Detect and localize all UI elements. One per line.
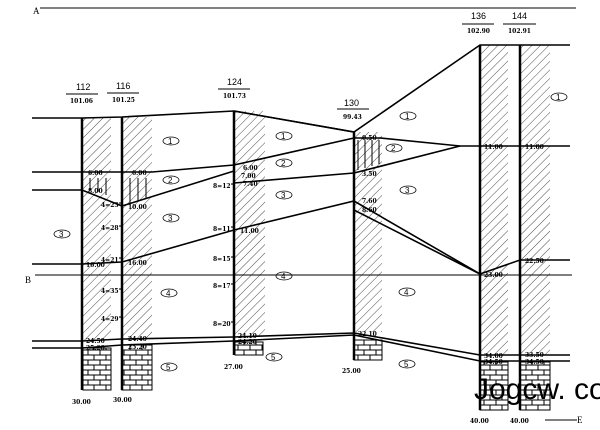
angle-label: 8=20° bbox=[213, 321, 234, 328]
section-label-b: B bbox=[25, 275, 31, 285]
depth-label: 3.50 bbox=[362, 171, 377, 178]
borehole-id: 112 bbox=[76, 82, 90, 92]
depth-label: 11.00 bbox=[484, 144, 503, 151]
water-marks bbox=[89, 140, 380, 203]
depth-label: 6.00 bbox=[132, 170, 147, 177]
depth-label: 6.00 bbox=[243, 165, 258, 172]
layer-labels: 1 1 1 1 2 2 2 3 3 3 3 4 4 4 5 5 5 bbox=[53, 92, 568, 372]
bottom-depth: 30.00 bbox=[113, 397, 132, 404]
depth-label: 7.60 bbox=[362, 198, 377, 205]
borehole-id: 116 bbox=[116, 81, 130, 91]
depth-label: 24.50 bbox=[86, 338, 105, 345]
depth-label: 34.00 bbox=[484, 353, 503, 360]
borehole-elevation: 101.06 bbox=[70, 98, 93, 105]
layer-5-label: 5 bbox=[166, 363, 171, 372]
depth-label: 25.20 bbox=[128, 344, 147, 351]
borehole-124: 124 101.73 6.00 7.00 7.40 11.00 24.10 24… bbox=[218, 77, 259, 371]
borehole-id: 130 bbox=[344, 98, 359, 108]
depth-label: 23.00 bbox=[484, 272, 503, 279]
borehole-elevation: 99.43 bbox=[343, 114, 362, 121]
angle-label: 8=11° bbox=[213, 226, 234, 233]
layer-boundaries bbox=[32, 44, 570, 362]
borehole-elevation: 101.25 bbox=[112, 97, 135, 104]
depth-label: 11.00 bbox=[525, 144, 544, 151]
borehole-id: 136 bbox=[471, 11, 486, 21]
borehole-columns bbox=[82, 45, 551, 411]
bottom-depth: 27.00 bbox=[224, 364, 243, 371]
scale-label: E bbox=[577, 415, 583, 425]
depth-label: 16.00 bbox=[86, 262, 105, 269]
watermark: Jogcw. com bbox=[474, 373, 600, 406]
borehole-axes bbox=[80, 45, 522, 410]
borehole-id: 124 bbox=[227, 77, 242, 87]
layer-2-label: 2 bbox=[168, 176, 173, 185]
angle-label: 4=29° bbox=[101, 316, 122, 323]
layer-4-label: 4 bbox=[281, 272, 286, 281]
layer-2-label: 2 bbox=[281, 159, 286, 168]
layer-4-label: 4 bbox=[404, 288, 409, 297]
layer-1-label: 1 bbox=[281, 132, 286, 141]
layer-3-label: 3 bbox=[59, 230, 64, 239]
borehole-elevation: 102.91 bbox=[508, 28, 531, 35]
layer-3-label: 3 bbox=[168, 214, 173, 223]
depth-label: 24.10 bbox=[238, 333, 257, 340]
depth-label: 25.20 bbox=[86, 345, 105, 352]
angle-label: 8=12° bbox=[213, 183, 234, 190]
layer-1-label: 1 bbox=[556, 93, 561, 102]
layer-2-label: 2 bbox=[391, 144, 396, 153]
angle-label: 8=17° bbox=[213, 283, 234, 290]
angle-label: 4=28° bbox=[101, 225, 122, 232]
layer-1-label: 1 bbox=[168, 137, 173, 146]
bottom-depth: 25.00 bbox=[342, 368, 361, 375]
layer-3-label: 3 bbox=[405, 186, 410, 195]
layer-4-label: 4 bbox=[166, 289, 171, 298]
depth-label: 8.60 bbox=[362, 207, 377, 214]
depth-label: 22.10 bbox=[358, 331, 377, 338]
depth-label: 0.50 bbox=[362, 135, 377, 142]
depth-label: 7.00 bbox=[241, 173, 256, 180]
section-label-a: A bbox=[33, 6, 40, 16]
angle-label: 4=21° bbox=[101, 257, 122, 264]
angle-annotations: 4=23° 4=28° 4=21° 4=35° 4=29° 8=12° 8=11… bbox=[101, 183, 234, 328]
depth-label: 33.50 bbox=[525, 352, 544, 359]
depth-label: 34.50 bbox=[525, 359, 544, 366]
bottom-depth: 40.00 bbox=[510, 418, 529, 425]
depth-label: 22.50 bbox=[525, 258, 544, 265]
bottom-depth: 30.00 bbox=[72, 399, 91, 406]
depth-label: 16.00 bbox=[128, 260, 147, 267]
borehole-116: 116 101.25 6.00 10.00 16.00 24.40 25.20 … bbox=[107, 81, 147, 404]
layer-5-label: 5 bbox=[404, 360, 409, 369]
layer-3-label: 3 bbox=[281, 191, 286, 200]
depth-label: 10.00 bbox=[128, 204, 147, 211]
borehole-136: 136 102.90 11.00 23.00 34.00 34.50 40.00 bbox=[462, 11, 503, 425]
depth-label: 8.00 bbox=[88, 188, 103, 195]
depth-label: 6.00 bbox=[88, 170, 103, 177]
depth-label: 34.50 bbox=[484, 359, 503, 366]
bottom-depth: 40.00 bbox=[470, 418, 489, 425]
borehole-id: 144 bbox=[512, 11, 527, 21]
depth-label: 7.40 bbox=[243, 181, 258, 188]
depth-label: 24.20 bbox=[238, 339, 257, 346]
borehole-144: 144 102.91 11.00 22.50 33.50 34.50 40.00 bbox=[503, 11, 544, 425]
depth-label: 11.00 bbox=[240, 228, 259, 235]
angle-label: 4=35° bbox=[101, 288, 122, 295]
layer-1-label: 1 bbox=[405, 112, 410, 121]
angle-label: 4=23° bbox=[101, 202, 122, 209]
borehole-112: 112 101.06 6.00 8.00 16.00 24.50 25.20 3… bbox=[66, 82, 105, 406]
borehole-130: 130 99.43 0.50 3.50 7.60 8.60 22.10 25.0… bbox=[337, 98, 377, 375]
layer-5-label: 5 bbox=[271, 353, 276, 362]
depth-label: 24.40 bbox=[128, 336, 147, 343]
borehole-elevation: 101.73 bbox=[223, 93, 246, 100]
angle-label: 8=15° bbox=[213, 256, 234, 263]
borehole-elevation: 102.90 bbox=[467, 28, 490, 35]
